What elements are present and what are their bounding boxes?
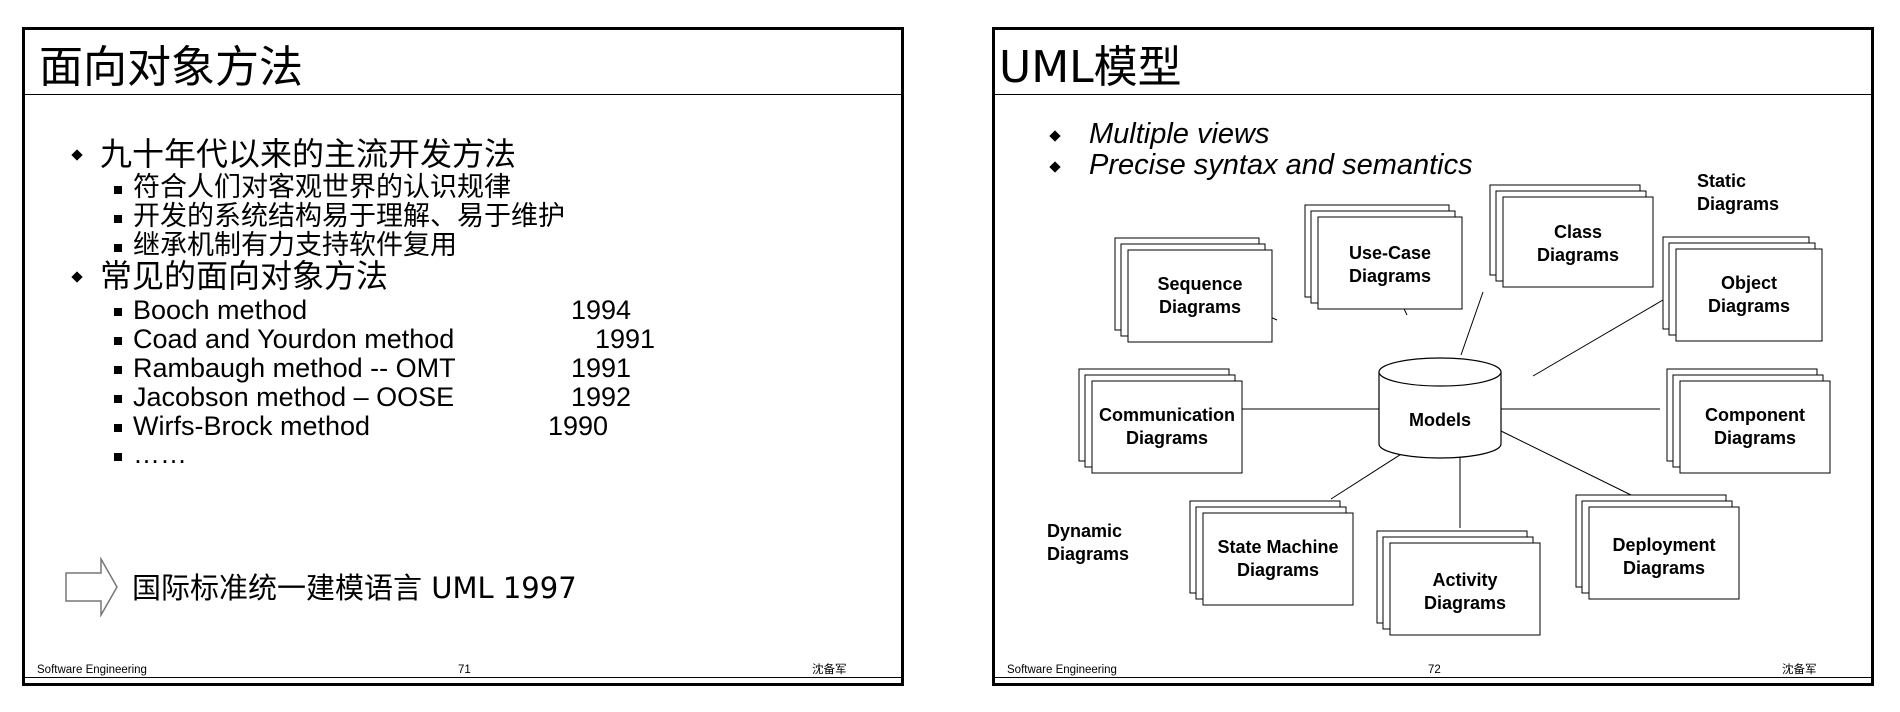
svg-text:Diagrams: Diagrams: [1714, 428, 1796, 448]
slide-title: UML模型: [999, 42, 1182, 93]
method-name: Coad and Yourdon method: [133, 324, 455, 354]
bullet-square: [114, 424, 122, 432]
svg-text:Communication: Communication: [1099, 405, 1235, 425]
method-ellipsis: ……: [133, 439, 187, 469]
svg-text:Diagrams: Diagrams: [1537, 245, 1619, 265]
diagram-node-activity: Activity Diagrams: [1376, 530, 1541, 636]
diagram-node-sequence: Sequence Diagrams: [1114, 237, 1273, 343]
bullet-square: [114, 453, 122, 461]
footer-page-number: 71: [458, 664, 471, 676]
method-name: Jacobson method – OOSE: [133, 382, 455, 412]
bullet-square: [114, 337, 122, 345]
models-database-cylinder: Models: [1378, 357, 1502, 459]
svg-text:Object: Object: [1721, 273, 1777, 293]
bullet-diamond: [71, 271, 83, 283]
svg-text:State Machine: State Machine: [1217, 537, 1338, 557]
bullet-square: [114, 244, 122, 252]
svg-text:Use-Case: Use-Case: [1349, 243, 1431, 263]
sub-bullet: 符合人们对客观世界的认识规律: [133, 172, 511, 203]
svg-text:Models: Models: [1409, 410, 1471, 430]
diagram-node-use-case: Use-Case Diagrams: [1304, 204, 1463, 310]
bullet-square: [114, 308, 122, 316]
footer-rule: [995, 677, 1871, 678]
svg-text:Diagrams: Diagrams: [1126, 428, 1208, 448]
bullet-multiple-views: Multiple views: [1089, 118, 1270, 150]
uml-standard-conclusion: 国际标准统一建模语言 UML 1997: [132, 571, 577, 605]
bullet-common-methods: 常见的面向对象方法: [100, 257, 389, 295]
method-name: Wirfs-Brock method: [133, 411, 371, 441]
svg-text:Deployment: Deployment: [1612, 535, 1715, 555]
arrow-icon: [65, 557, 118, 617]
sub-bullet: 继承机制有力支持软件复用: [133, 230, 457, 261]
slide-72: UML模型 Multiple views Precise syntax and …: [992, 27, 1874, 686]
svg-text:Diagrams: Diagrams: [1237, 560, 1319, 580]
method-name: Booch method: [133, 295, 308, 325]
method-year: 1994: [571, 295, 632, 325]
uml-models-diagram: Sequence Diagrams Use-Case Diagrams Clas…: [1047, 171, 1831, 636]
static-diagrams-label: Static: [1697, 171, 1746, 191]
bullet-diamond: [71, 149, 83, 161]
bullet-mainstream: 九十年代以来的主流开发方法: [100, 135, 517, 173]
diagram-node-state-machine: State Machine Diagrams: [1189, 500, 1354, 606]
method-year: 1991: [571, 353, 632, 383]
svg-text:Diagrams: Diagrams: [1708, 296, 1790, 316]
method-year: 1990: [548, 411, 609, 441]
svg-text:Diagrams: Diagrams: [1159, 297, 1241, 317]
slide-title: 面向对象方法: [39, 42, 303, 93]
bullet-square: [114, 366, 122, 374]
dynamic-diagrams-label: Diagrams: [1047, 544, 1129, 564]
bullet-square: [114, 215, 122, 223]
diagram-node-object: Object Diagrams: [1662, 236, 1823, 342]
slide-71: 面向对象方法 九十年代以来的主流开发方法 符合人们对客观世界的认识规律 开发的系…: [22, 27, 904, 686]
diagram-node-component: Component Diagrams: [1666, 368, 1831, 474]
svg-text:Diagrams: Diagrams: [1424, 593, 1506, 613]
bullet-precise-syntax: Precise syntax and semantics: [1089, 149, 1473, 181]
svg-text:Activity: Activity: [1432, 570, 1497, 590]
diagram-node-class: Class Diagrams: [1489, 184, 1654, 288]
footer-author: 沈备军: [1782, 664, 1817, 676]
dynamic-diagrams-label: Dynamic: [1047, 521, 1122, 541]
static-diagrams-label: Diagrams: [1697, 194, 1779, 214]
footer-author: 沈备军: [812, 664, 847, 676]
footer-page-number: 72: [1428, 664, 1441, 676]
title-rule: [25, 94, 901, 95]
title-rule: [995, 94, 1871, 95]
footer-course: Software Engineering: [37, 664, 147, 676]
method-year: 1991: [595, 324, 656, 354]
method-year: 1992: [571, 382, 632, 412]
svg-text:Diagrams: Diagrams: [1349, 266, 1431, 286]
footer-course: Software Engineering: [1007, 664, 1117, 676]
svg-text:Diagrams: Diagrams: [1623, 558, 1705, 578]
bullet-square: [114, 395, 122, 403]
diagram-node-communication: Communication Diagrams: [1078, 368, 1243, 474]
bullet-square: [114, 186, 122, 194]
sub-bullet: 开发的系统结构易于理解、易于维护: [133, 201, 565, 232]
svg-text:Component: Component: [1705, 405, 1805, 425]
method-name: Rambaugh method -- OMT: [133, 353, 456, 383]
diagram-node-deployment: Deployment Diagrams: [1575, 494, 1740, 600]
footer-rule: [25, 677, 901, 678]
svg-text:Class: Class: [1554, 222, 1602, 242]
svg-text:Sequence: Sequence: [1157, 274, 1242, 294]
